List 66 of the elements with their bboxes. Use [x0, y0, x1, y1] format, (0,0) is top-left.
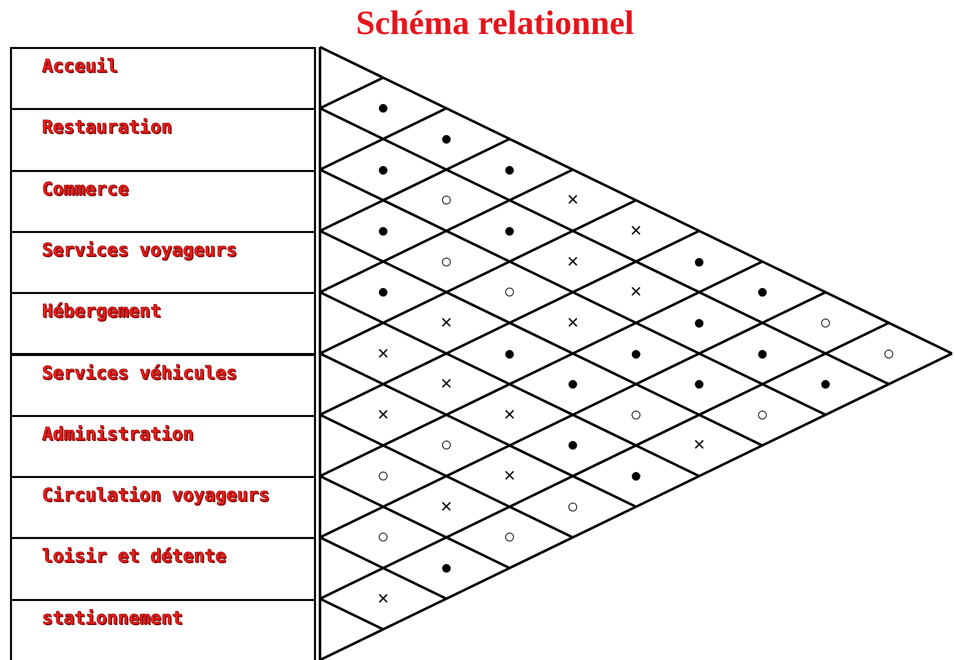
relation-symbol: ● — [818, 372, 833, 396]
category-label: Commerce — [42, 180, 130, 200]
category-box — [10, 476, 316, 540]
relation-symbol: ● — [692, 372, 706, 396]
relation-symbol: ● — [502, 218, 517, 243]
relation-symbol: × — [692, 433, 706, 458]
relation-symbol: ● — [502, 342, 517, 366]
category-box — [10, 108, 316, 172]
relation-symbol: ● — [692, 250, 706, 274]
relation-symbol: × — [376, 402, 390, 427]
relation-symbol: ● — [376, 158, 390, 182]
category-box — [10, 537, 316, 601]
relation-symbol: × — [502, 402, 516, 427]
category-label: Administration — [42, 424, 195, 445]
relation-symbol: ● — [566, 433, 580, 458]
category-box — [10, 354, 316, 417]
relation-symbol: × — [629, 218, 643, 243]
category-label: stationnement — [42, 608, 184, 629]
relation-symbol: ○ — [628, 402, 644, 427]
relation-symbol: × — [376, 586, 390, 611]
relation-symbol: ○ — [566, 494, 580, 519]
relation-symbol: ○ — [376, 464, 390, 488]
relation-symbol: ● — [439, 126, 454, 151]
relation-symbol: × — [566, 310, 580, 335]
relation-symbol: × — [566, 250, 580, 274]
relation-symbol: ● — [755, 342, 770, 366]
category-box — [10, 414, 316, 478]
relation-symbol: ○ — [439, 433, 454, 458]
category-label: Hébergement — [42, 302, 162, 322]
relation-symbol: ● — [376, 280, 390, 304]
relation-symbol: × — [440, 372, 454, 396]
relation-symbol: ● — [439, 556, 454, 580]
relation-symbol: ● — [376, 218, 390, 243]
category-box — [10, 47, 316, 110]
relation-symbol: ● — [628, 464, 644, 488]
category-box — [10, 292, 316, 356]
relation-symbol: ○ — [755, 402, 770, 427]
category-box — [10, 230, 316, 294]
relation-symbol: ● — [502, 158, 517, 182]
category-label: loisir et détente — [42, 547, 228, 568]
relation-symbol: ○ — [882, 342, 896, 366]
relation-symbol: ○ — [376, 525, 390, 550]
relation-symbol: ● — [376, 96, 390, 120]
relation-symbol: ● — [692, 310, 706, 335]
relation-symbol: × — [566, 188, 580, 212]
relation-symbol: × — [440, 494, 454, 519]
relation-symbol: ○ — [439, 250, 454, 274]
relation-symbol: × — [376, 342, 390, 366]
category-box — [10, 170, 316, 233]
diagram-title: Schéma relationnel — [355, 4, 635, 44]
relation-symbol: ● — [628, 342, 644, 366]
relation-symbol: ○ — [502, 525, 517, 550]
relation-symbol: ○ — [439, 188, 454, 212]
relation-symbol: × — [440, 310, 454, 335]
category-label: Services véhicules — [42, 364, 238, 384]
category-label: Services voyageurs — [42, 240, 238, 261]
relation-symbol: ● — [755, 280, 770, 304]
category-box — [10, 598, 316, 660]
category-label: Restauration — [42, 118, 174, 138]
relation-symbol: × — [502, 464, 516, 488]
category-label: Acceuil — [42, 57, 119, 77]
relation-symbol: ● — [566, 372, 580, 396]
relation-symbol: ○ — [502, 280, 517, 304]
relation-symbol: × — [629, 280, 643, 304]
category-label: Circulation voyageurs — [42, 486, 271, 506]
relation-symbol: ○ — [818, 310, 833, 335]
